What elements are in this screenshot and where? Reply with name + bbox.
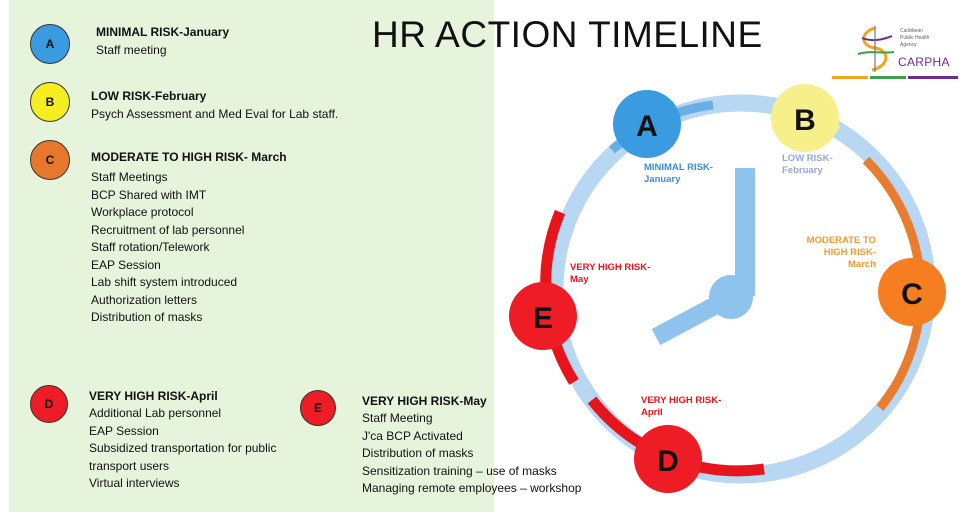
node-d (634, 425, 702, 493)
logo-bar-green (870, 76, 906, 79)
clock-label-b-line: February (782, 165, 823, 176)
node-a (613, 90, 681, 158)
node-b (771, 84, 839, 152)
clock-label-d-line: April (641, 407, 663, 418)
list-item: Sensitization training – use of masks (362, 463, 557, 478)
list-item: Additional Lab personnel (89, 406, 222, 420)
logo-line-2: Public Health (900, 35, 930, 41)
phase-e-heading: VERY HIGH RISK-May (362, 394, 487, 408)
list-item: Virtual interviews (89, 476, 180, 490)
clock-label-e: VERY HIGH RISK- May (570, 262, 650, 286)
list-item: Psych Assessment and Med Eval for Lab st… (91, 107, 339, 121)
logo-line-1: Caribbean (900, 28, 924, 34)
list-item: Workplace protocol (91, 205, 194, 219)
list-item: Managing remote employees – workshop (362, 481, 582, 495)
clock-label-b: LOW RISK- February (782, 153, 833, 177)
node-c-letter: C (901, 278, 923, 311)
logo-name: CARPHA (898, 55, 950, 69)
list-item: BCP Shared with IMT (91, 187, 207, 202)
node-b-letter: B (794, 104, 816, 137)
badge-d: D (30, 385, 68, 423)
left-panel-background (9, 0, 494, 512)
list-item: J'ca BCP Activated (362, 428, 463, 443)
phase-c-list: Staff Meetings BCP Shared with IMT Workp… (91, 169, 244, 327)
badge-a: A (30, 24, 70, 64)
clock-label-b-line: LOW RISK- (782, 153, 833, 164)
logo-bar-orange (832, 76, 868, 79)
list-item: Staff meeting (96, 43, 167, 57)
phase-c-heading: MODERATE TO HIGH RISK- March (91, 150, 287, 164)
list-item: Staff Meetings (91, 170, 168, 184)
phase-d-list: Additional Lab personnel EAP Session Sub… (89, 405, 276, 493)
node-c (878, 258, 946, 326)
badge-b: B (30, 82, 70, 122)
list-item: Recruitment of lab personnel (91, 222, 245, 237)
clock-label-a-line: January (644, 174, 681, 185)
phase-b-heading: LOW RISK-February (91, 89, 207, 103)
phase-d-heading: VERY HIGH RISK-April (89, 389, 218, 403)
list-item: transport users (89, 458, 170, 473)
clock-label-e-line: May (570, 274, 589, 285)
clock-label-e-line: VERY HIGH RISK- (570, 262, 651, 273)
clock-center (709, 275, 753, 319)
page-title: HR ACTION TIMELINE (372, 14, 763, 55)
node-a-letter: A (636, 110, 658, 143)
list-item: Subsidized transportation for public (89, 441, 277, 455)
list-item: EAP Session (91, 257, 161, 272)
clock-label-a-line: MINIMAL RISK- (644, 162, 713, 173)
list-item: Distribution of masks (91, 310, 203, 324)
logo-line-3: Agency (900, 42, 917, 48)
node-d-letter: D (657, 445, 679, 478)
list-item: Authorization letters (91, 292, 198, 307)
clock-label-a: MINIMAL RISK- January (644, 162, 713, 186)
phase-a-list: Staff meeting (96, 42, 167, 60)
badge-c: C (30, 140, 70, 180)
list-item: Distribution of masks (362, 446, 474, 460)
list-item: Staff rotation/Telework (91, 240, 210, 254)
clock-label-c-line: HIGH RISK- (823, 247, 876, 258)
logo-bar-purple (908, 76, 958, 79)
clock-label-d: VERY HIGH RISK- April (641, 395, 721, 419)
clock-label-d-line: VERY HIGH RISK- (641, 395, 722, 406)
phase-e-list: Staff Meeting J'ca BCP Activated Distrib… (362, 410, 581, 498)
clock-label-c: MODERATE TO HIGH RISK- March (796, 235, 876, 271)
carpha-emblem-icon (857, 26, 895, 72)
clock-label-c-line: March (848, 259, 876, 270)
phase-b-list: Psych Assessment and Med Eval for Lab st… (91, 106, 338, 124)
clock-label-c-line: MODERATE TO (806, 235, 876, 246)
list-item: EAP Session (89, 423, 159, 438)
phase-a-heading: MINIMAL RISK-January (96, 25, 230, 39)
badge-e: E (300, 390, 336, 426)
node-e (509, 282, 577, 350)
node-e-letter: E (533, 302, 553, 335)
list-item: Lab shift system introduced (91, 275, 238, 289)
list-item: Staff Meeting (362, 411, 433, 425)
